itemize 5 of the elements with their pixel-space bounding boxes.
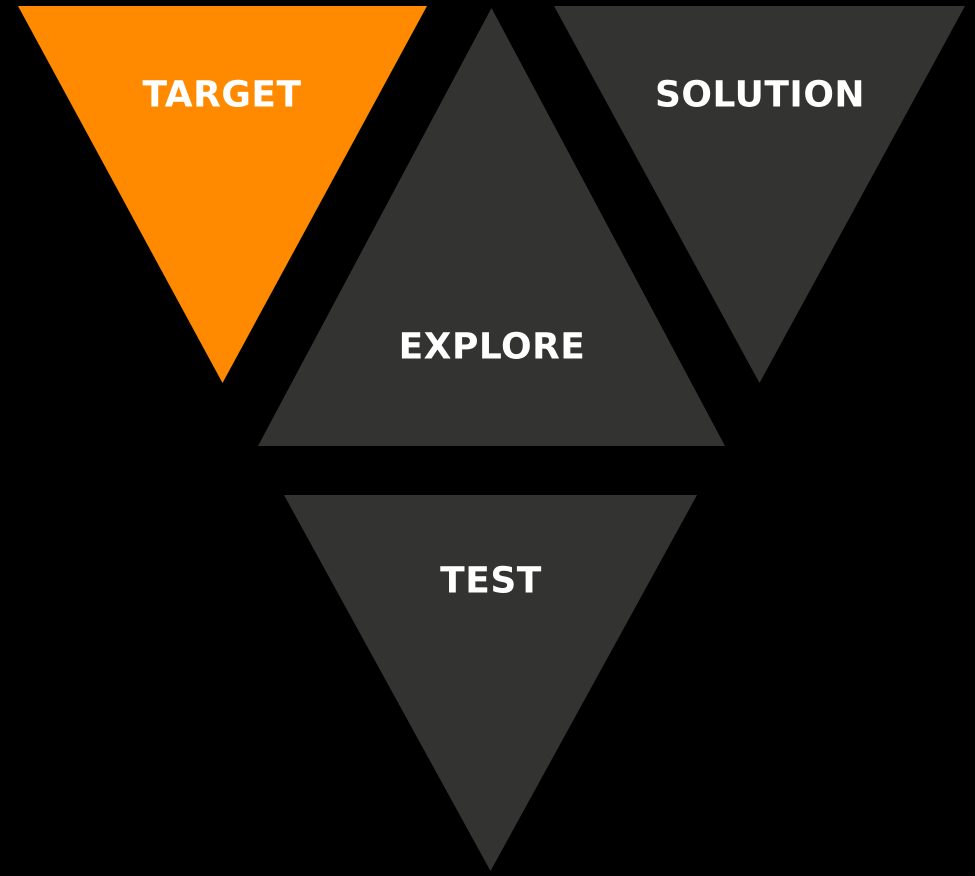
triangle-shape [284,495,697,871]
stage-label: SOLUTION [654,74,866,116]
stage-label: TEST [440,560,542,602]
stage-label: TARGET [142,74,302,116]
stage-label: EXPLORE [398,326,586,368]
